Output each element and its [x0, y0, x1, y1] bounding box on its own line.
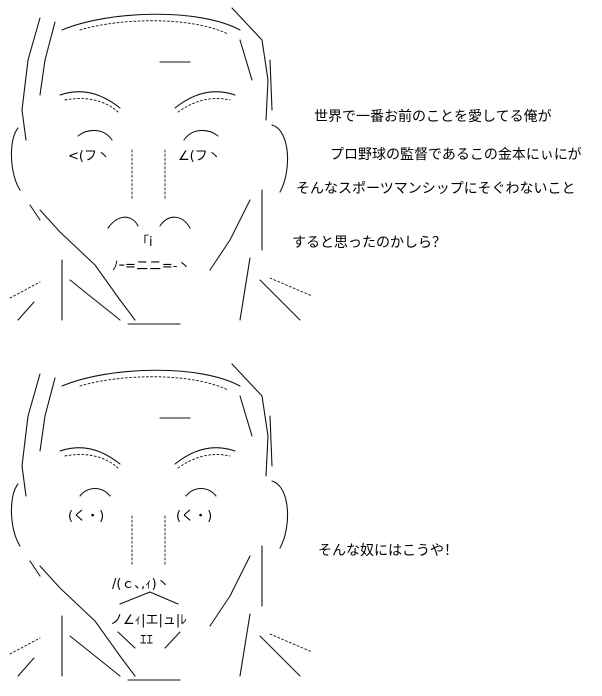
ascii-art-face-angry: (く・) (く・) /(ｃ､,ｨ)丶 ノ∠ｨ|エ|ュ|ﾚ ｴｴ [9, 363, 313, 681]
nose-mark-label: /(ｃ､,ｨ)丶 [112, 577, 170, 592]
caption-line-4: すると思ったのかしら？ [292, 235, 446, 251]
nose-mark-label: 「i [136, 235, 153, 250]
caption-line-1: 世界で一番お前のことを愛してる俺が [314, 109, 552, 125]
left-eye-label: (く・) [68, 509, 104, 524]
right-eye-label: ∠(フ丶 [178, 149, 221, 164]
right-eye-label: (く・) [176, 509, 212, 524]
caption-line-2: プロ野球の監督であるこの金本にぃにが [330, 147, 582, 163]
panel-top: <(フ丶 ∠(フ丶 「i ﾉｰ=ニニ=-丶 世界で一番お前のことを愛してる俺が … [0, 0, 602, 340]
mouth-label: ノ∠ｨ|エ|ュ|ﾚ [110, 613, 187, 628]
caption-line-3: そんなスポーツマンシップにそぐわないこと [296, 181, 576, 197]
left-eye-label: <(フ丶 [68, 149, 110, 164]
ascii-art-face-calm: <(フ丶 ∠(フ丶 「i ﾉｰ=ニニ=-丶 [9, 7, 313, 325]
panel-bottom: (く・) (く・) /(ｃ､,ｨ)丶 ノ∠ｨ|エ|ュ|ﾚ ｴｴ そんな奴にはこう… [0, 356, 602, 696]
mouth-lower-label: ｴｴ [140, 633, 153, 648]
mouth-label: ﾉｰ=ニニ=-丶 [112, 259, 190, 274]
caption-line-1: そんな奴にはこうや！ [318, 543, 458, 559]
